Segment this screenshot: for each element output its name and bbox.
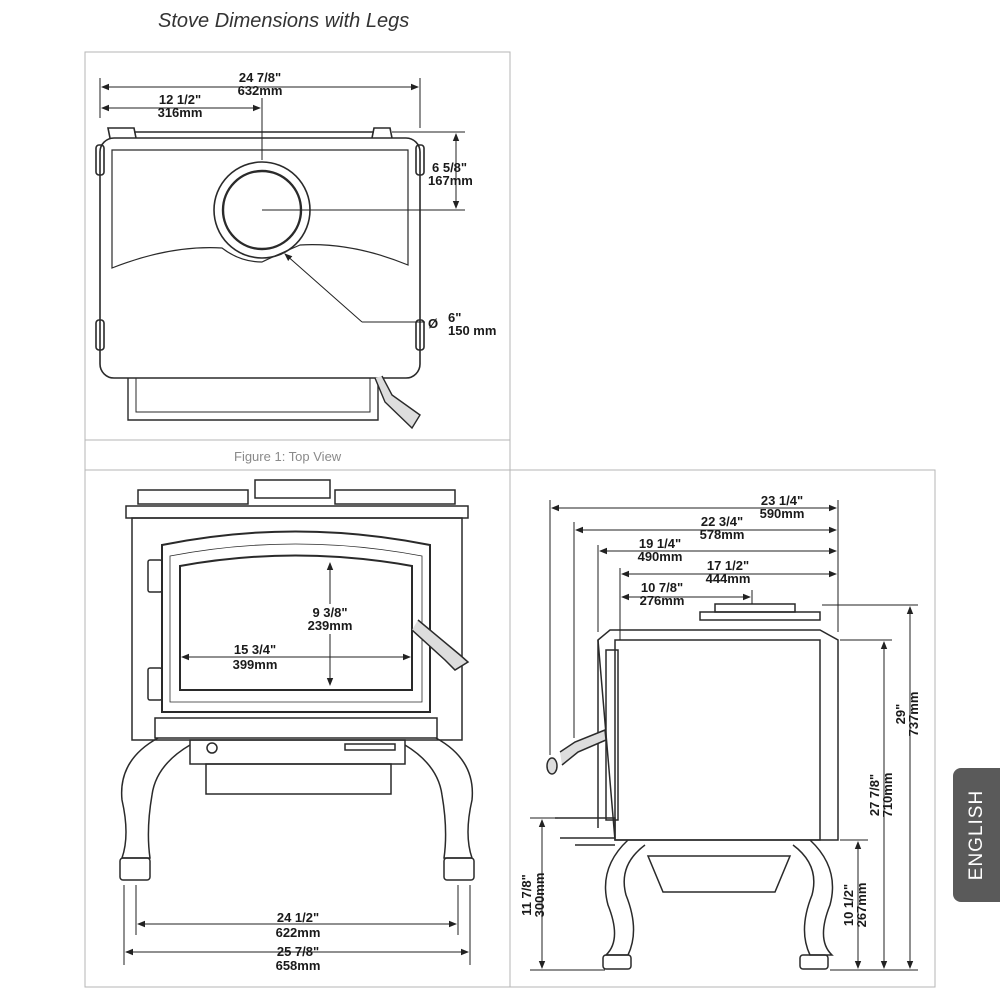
- dim-front-glass-width-mm: 399mm: [233, 657, 278, 672]
- dim-top-flue-diameter-mm: 150 mm: [448, 323, 496, 338]
- top-view-stove: [95, 127, 425, 430]
- dim-side-depth3-in: 19 1/4": [639, 536, 681, 551]
- side-view-dimension-lines: [530, 500, 918, 971]
- language-tab-label: ENGLISH: [965, 789, 987, 881]
- dim-side-leg-height-mm: 267mm: [854, 883, 869, 928]
- dim-top-flue-diameter-in: 6": [448, 310, 461, 325]
- panel-frames: [84, 51, 936, 988]
- front-view-labels: 9 3/8" 239mm 15 3/4" 399mm 24 1/2" 622mm…: [233, 604, 366, 973]
- dim-front-leg-width-mm: 622mm: [276, 925, 321, 940]
- dim-side-overall-height-in: 29": [893, 704, 908, 725]
- dim-side-depth3-mm: 490mm: [638, 549, 683, 564]
- dim-front-leg-width-in: 24 1/2": [277, 910, 319, 925]
- dim-front-glass-height-mm: 239mm: [308, 618, 353, 633]
- dim-side-depth4-in: 17 1/2": [707, 558, 749, 573]
- side-view-labels: 23 1/4" 590mm 22 3/4" 578mm 19 1/4" 490m…: [519, 493, 921, 927]
- front-view-dimension-lines: [123, 562, 471, 965]
- figure-caption: Figure 1: Top View: [234, 449, 342, 464]
- dim-top-flue-left-in: 12 1/2": [159, 92, 201, 107]
- dim-side-overall-height-mm: 737mm: [906, 692, 921, 737]
- top-view-labels: 24 7/8" 632mm 12 1/2" 316mm 6 5/8" 167mm…: [158, 70, 497, 338]
- dim-side-flue-front-mm: 276mm: [640, 593, 685, 608]
- dim-front-overall-width-in: 25 7/8": [277, 944, 319, 959]
- diameter-symbol: Ø: [428, 316, 438, 331]
- dim-side-depth2-in: 22 3/4": [701, 514, 743, 529]
- page-title: Stove Dimensions with Legs: [158, 10, 410, 32]
- front-view-stove: [119, 479, 475, 881]
- dim-side-hearth-front-mm: 300mm: [532, 873, 547, 918]
- dim-top-overall-width-in: 24 7/8": [239, 70, 281, 85]
- dim-side-top-height-mm: 710mm: [880, 773, 895, 818]
- dim-side-top-height-in: 27 7/8": [867, 774, 882, 816]
- dim-top-flue-left-mm: 316mm: [158, 105, 203, 120]
- top-view-dimension-lines: [99, 78, 465, 323]
- dim-side-overall-depth-in: 23 1/4": [761, 493, 803, 508]
- dim-top-overall-width-mm: 632mm: [238, 83, 283, 98]
- dim-side-overall-depth-mm: 590mm: [760, 506, 805, 521]
- side-view-stove: [546, 603, 839, 970]
- dim-side-flue-front-in: 10 7/8": [641, 580, 683, 595]
- dim-top-flue-back-mm: 167mm: [428, 173, 473, 188]
- dim-front-overall-width-mm: 658mm: [276, 958, 321, 973]
- dim-top-flue-back-in: 6 5/8": [432, 160, 467, 175]
- dim-side-hearth-front-in: 11 7/8": [519, 874, 534, 916]
- language-tab[interactable]: ENGLISH: [953, 768, 1000, 902]
- dim-side-depth2-mm: 578mm: [700, 527, 745, 542]
- dim-front-glass-height-in: 9 3/8": [312, 605, 347, 620]
- dim-front-glass-width-in: 15 3/4": [234, 642, 276, 657]
- dim-side-leg-height-in: 10 1/2": [841, 884, 856, 926]
- dim-side-depth4-mm: 444mm: [706, 571, 751, 586]
